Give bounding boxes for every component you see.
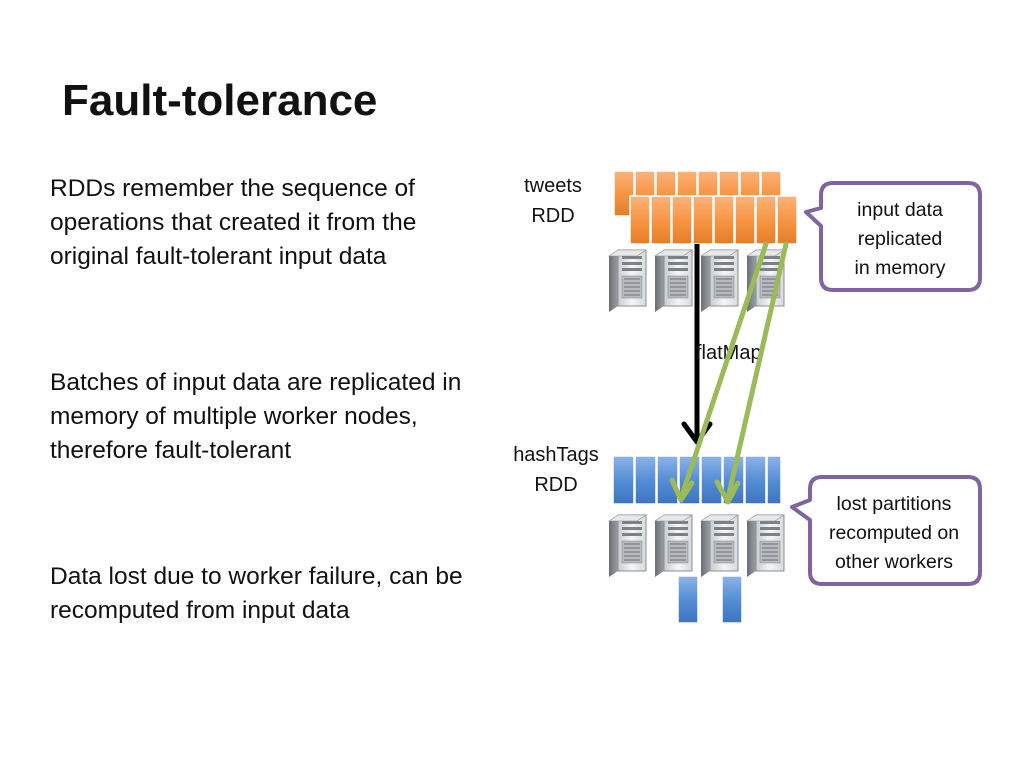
callout-bottom-line1: lost partitions	[837, 493, 952, 515]
callout-top-line1: input data	[857, 199, 943, 221]
callout-lost-partitions: lost partitions recomputed on other work…	[790, 475, 982, 586]
tweets-label-line1: tweets	[524, 175, 582, 197]
server-icon	[608, 249, 647, 313]
paragraph-replication: Batches of input data are replicated in …	[50, 369, 462, 464]
bottom-worker-servers	[608, 514, 785, 578]
callout-top-line2: replicated	[858, 228, 943, 250]
paragraph-rdd-lineage: RDDs remember the sequence of operations…	[50, 175, 417, 270]
recomputed-partitions	[677, 575, 743, 624]
server-icon	[654, 514, 693, 578]
tweets-label-line2: RDD	[531, 205, 574, 227]
callout-input-replicated: input data replicated in memory	[804, 181, 982, 292]
callout-bottom-line2: recomputed on	[829, 522, 959, 544]
slide-title: Fault-tolerance	[62, 76, 378, 125]
tweets-rdd-replica-front	[629, 195, 798, 245]
server-icon	[746, 514, 785, 578]
hashtags-label-line1: hashTags	[513, 444, 599, 466]
server-icon	[700, 514, 739, 578]
server-icon	[700, 249, 739, 313]
callout-bottom-line3: other workers	[835, 551, 953, 573]
hashtags-rdd-partitions	[612, 455, 782, 505]
hashtags-label-line2: RDD	[534, 474, 577, 496]
callout-top-line3: in memory	[854, 257, 945, 279]
server-icon	[654, 249, 693, 313]
recompute-arrows	[669, 241, 789, 505]
server-icon	[608, 514, 647, 578]
paragraph-recompute: Data lost due to worker failure, can be …	[50, 563, 463, 624]
